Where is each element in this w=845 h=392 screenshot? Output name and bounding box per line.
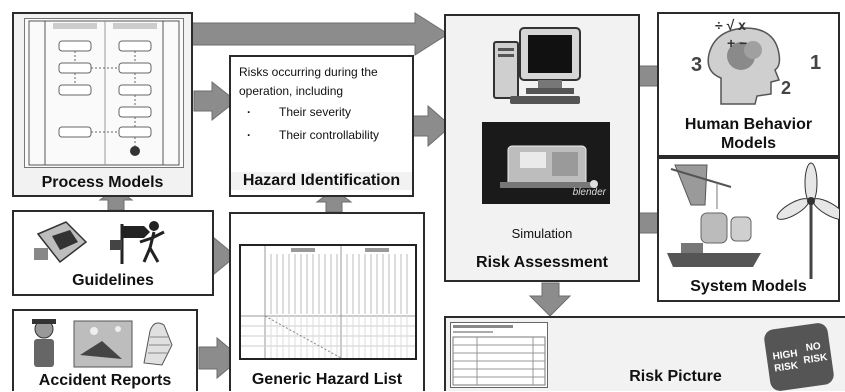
accident-reports-label: Accident Reports	[38, 372, 172, 389]
accident-reports-box: Accident Reports	[12, 309, 198, 391]
human-behavior-models-label: Human Behavior Models	[684, 116, 813, 152]
system-illustration-icon	[667, 162, 839, 279]
svg-text:÷ √ x: ÷ √ x	[715, 18, 746, 33]
rulebook-icon	[34, 221, 88, 264]
dice-no: NO	[805, 340, 822, 354]
simulation-label: Simulation	[511, 226, 573, 241]
blender-logo: blender	[572, 187, 606, 198]
brain-head-icon: ÷ √ x + −	[707, 18, 781, 105]
process-models-label: Process Models	[41, 174, 164, 191]
arrow-hazard-to-risk	[411, 104, 452, 148]
risk-report-thumbnail	[450, 322, 548, 388]
process-models-box: Process Models	[12, 12, 193, 197]
computer-icon	[493, 27, 581, 104]
risk-dice-icon: HIGH RISK NO RISK	[762, 321, 836, 392]
risk-picture-label: Risk Picture	[629, 368, 722, 385]
human-behavior-models-box: ÷ √ x + − 3 1 2 Human Behavior Models	[657, 12, 840, 157]
report-table-icon	[452, 325, 546, 386]
hazard-identification-box: Risks occurring during the operation, in…	[229, 55, 414, 197]
dice-risk-right: RISK	[802, 352, 829, 367]
simulation-screenshot: blender	[482, 122, 610, 204]
risk-assessment-label: Risk Assessment	[476, 254, 608, 271]
arrow-process-to-risk	[190, 12, 449, 56]
signpost-person-icon	[110, 221, 165, 264]
arrow-risk-to-picture	[528, 282, 572, 317]
svg-text:+ −: + −	[727, 35, 747, 51]
guidelines-label: Guidelines	[72, 272, 154, 289]
digit-one: 1	[810, 52, 822, 74]
risk-assessment-box: blender Simulation Risk Assessment	[444, 14, 640, 282]
vehicle-render-icon	[482, 122, 610, 204]
hazard-bullet-item: Their controllability	[247, 126, 406, 145]
digit-two: 2	[781, 78, 792, 98]
guidelines-box: Guidelines	[12, 210, 214, 296]
arrow-process-to-hazard	[193, 80, 237, 122]
risk-picture-box: Risk Picture HIGH RISK NO RISK	[444, 316, 845, 392]
system-models-label: System Models	[690, 278, 807, 295]
bpmn-diagram-icon	[28, 20, 180, 166]
process-diagram-thumbnail	[24, 18, 184, 168]
hazard-text-block: Risks occurring during the operation, in…	[239, 63, 406, 149]
hazard-bullet-item: Their severity	[247, 103, 406, 122]
accident-illustration-icon	[32, 319, 173, 368]
digit-three: 3	[691, 54, 703, 76]
hazard-identification-label: Hazard Identification	[231, 172, 412, 190]
generic-hazard-list-box: Generic Hazard List	[229, 212, 425, 391]
dice-risk-left: RISK	[773, 360, 799, 375]
hazard-intro-text: Risks occurring during the operation, in…	[239, 65, 378, 98]
system-models-box: System Models	[657, 157, 840, 302]
generic-hazard-list-label: Generic Hazard List	[251, 371, 403, 388]
hazard-matrix-thumbnail	[239, 244, 417, 360]
hazard-bullet-list: Their severity Their controllability	[239, 103, 406, 145]
hazard-matrix-grid	[241, 246, 415, 359]
